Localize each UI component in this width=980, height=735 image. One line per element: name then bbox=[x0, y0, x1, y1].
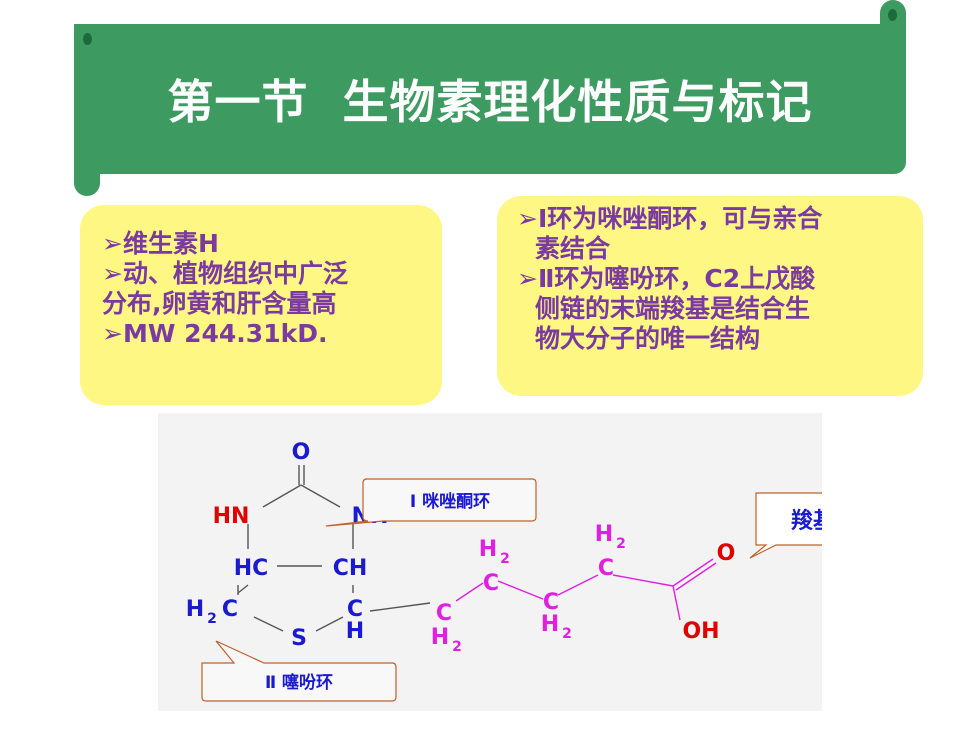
atom-hydroxyl: OH bbox=[682, 619, 719, 644]
callout-carboxyl: 羧基 bbox=[749, 492, 822, 559]
title-banner bbox=[74, 24, 906, 174]
bullet-item: ➢维生素H bbox=[102, 229, 219, 258]
atom-h2c-c: C bbox=[222, 597, 238, 622]
bullet-continuation: 素结合 bbox=[535, 234, 611, 263]
bullet-arrow-icon: ➢ bbox=[517, 204, 538, 233]
atom-chain-c2-sub: 2 bbox=[500, 551, 510, 567]
atom-oxygen-acid: O bbox=[717, 541, 736, 566]
bullet-arrow-icon: ➢ bbox=[102, 229, 123, 258]
biotin-structure-panel: O HN NH HC CH H 2 C S C H C H 2 C H 2 C … bbox=[158, 413, 822, 711]
atom-sulfur: S bbox=[291, 626, 307, 651]
bullet-continuation: 分布,卵黄和肝含量高 bbox=[102, 289, 337, 318]
biotin-structure-diagram: O HN NH HC CH H 2 C S C H C H 2 C H 2 C … bbox=[186, 440, 822, 702]
callout-thiophene-label: Ⅱ 噻吩环 bbox=[265, 672, 333, 693]
chain-bonds bbox=[455, 558, 717, 621]
atom-ch: CH bbox=[333, 556, 368, 581]
bullet-item: ➢Ⅱ环为噻吩环，C2上戊酸 bbox=[517, 264, 816, 293]
callout-imidazolone-label: I 咪唑酮环 bbox=[410, 491, 490, 512]
atom-chain-c4-sub: 2 bbox=[616, 536, 626, 552]
atom-ring-c: C bbox=[347, 597, 363, 622]
atom-chain-c4-h: H bbox=[595, 522, 613, 547]
atom-h2c-h: H bbox=[186, 597, 204, 622]
atom-ring-h: H bbox=[346, 619, 364, 644]
bullet-item: ➢I环为咪唑酮环，可与亲合 bbox=[517, 204, 823, 233]
atom-chain-c2: C bbox=[483, 571, 499, 596]
atom-chain-c4: C bbox=[598, 556, 614, 581]
page-title: 第一节 生物素理化性质与标记 bbox=[167, 75, 813, 129]
atom-chain-c3: C bbox=[543, 590, 559, 615]
atom-chain-c3-sub: 2 bbox=[562, 626, 572, 642]
callout-carboxyl-label: 羧基 bbox=[791, 508, 822, 534]
bullet-arrow-icon: ➢ bbox=[102, 259, 123, 288]
atom-chain-c2-h: H bbox=[479, 537, 497, 562]
atom-chain-c1: C bbox=[436, 601, 452, 626]
callout-imidazolone: I 咪唑酮环 bbox=[325, 478, 537, 527]
bullet-item: ➢动、植物组织中广泛 bbox=[102, 259, 348, 288]
atom-oxygen-carbonyl: O bbox=[292, 440, 311, 465]
banner-scroll-left bbox=[74, 24, 100, 196]
info-box-right: ➢I环为咪唑酮环，可与亲合 素结合 ➢Ⅱ环为噻吩环，C2上戊酸 侧链的末端羧基是… bbox=[497, 196, 923, 396]
info-box-left: ➢维生素H ➢动、植物组织中广泛 分布,卵黄和肝含量高 ➢MW 244.31kD… bbox=[80, 205, 442, 405]
ring-bonds bbox=[237, 465, 431, 632]
callout-thiophene: Ⅱ 噻吩环 bbox=[201, 640, 397, 702]
bullet-continuation: 物大分子的唯一结构 bbox=[535, 324, 761, 353]
bullet-item: ➢MW 244.31kD. bbox=[102, 319, 328, 348]
banner-scroll-right bbox=[880, 0, 906, 34]
atom-chain-c1-sub: 2 bbox=[452, 639, 462, 655]
bullet-arrow-icon: ➢ bbox=[102, 319, 123, 348]
atom-chain-c1-h: H bbox=[431, 625, 449, 650]
atom-chain-c3-h: H bbox=[541, 612, 559, 637]
atom-hn: HN bbox=[213, 504, 250, 529]
atom-hc: HC bbox=[234, 556, 269, 581]
bullet-arrow-icon: ➢ bbox=[517, 264, 538, 293]
atom-h2c-sub: 2 bbox=[207, 611, 217, 627]
bullet-continuation: 侧链的末端羧基是结合生 bbox=[535, 294, 811, 323]
